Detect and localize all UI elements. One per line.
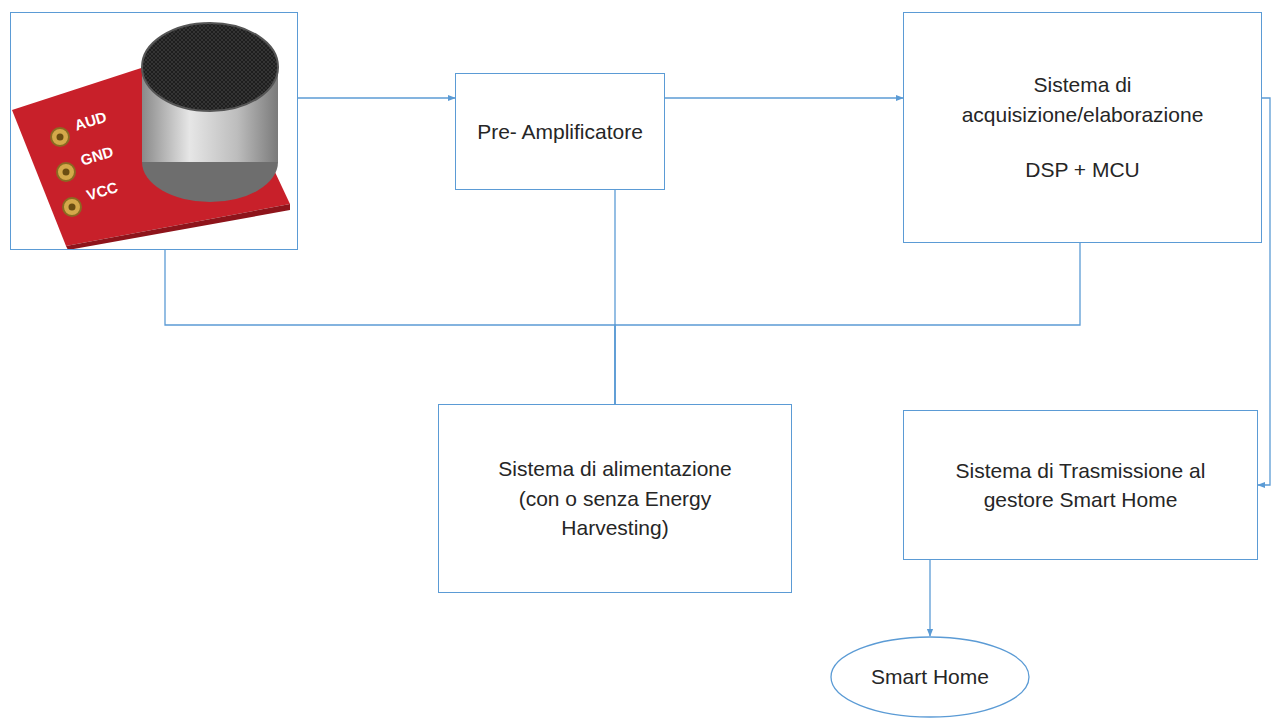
node-title: Pre- Amplificatore [477, 117, 643, 146]
text-stack: Smart Home [860, 662, 1000, 691]
node-title: Sistema di Trasmissione al gestore Smart… [933, 456, 1228, 515]
smart-home-ellipse: Smart Home [830, 636, 1030, 718]
pin-name: VCC [85, 178, 120, 204]
pin-hole [69, 204, 76, 211]
text-stack: Sistema di Trasmissione al gestore Smart… [933, 456, 1228, 515]
node-subtitle: DSP + MCU [1025, 155, 1140, 184]
microphone-illustration [10, 12, 298, 250]
pin-hole [63, 169, 70, 176]
signal-arrow [665, 97, 903, 98]
node-title: Sistema di alimentazione (con o senza En… [478, 454, 752, 542]
signal-arrow [929, 560, 930, 636]
text-stack: Sistema di acquisizione/elaborazioneDSP … [921, 70, 1244, 184]
power-wire [165, 250, 615, 404]
capsule-mesh [142, 23, 278, 111]
preamp-box: Pre- Amplificatore [455, 73, 665, 190]
processing-box: Sistema di acquisizione/elaborazioneDSP … [903, 12, 1262, 243]
text-stack: Pre- Amplificatore [469, 117, 651, 146]
node-title: Smart Home [871, 662, 989, 691]
pin-pad [51, 128, 69, 146]
pin-name: GND [79, 143, 116, 169]
microphone-module: AUD GND VCC [10, 12, 298, 250]
pin-hole [57, 134, 64, 141]
node-title: Sistema di acquisizione/elaborazione [921, 70, 1244, 129]
text-stack: Sistema di alimentazione (con o senza En… [478, 454, 752, 542]
pin-pad [57, 163, 75, 181]
pin-name: AUD [73, 108, 109, 134]
signal-arrow [298, 97, 455, 98]
pin-pad [63, 198, 81, 216]
ellipse-shape [831, 637, 1029, 717]
pcb-edge [66, 204, 290, 250]
power-box: Sistema di alimentazione (con o senza En… [438, 404, 792, 593]
power-wire [615, 243, 1080, 404]
transmission-box: Sistema di Trasmissione al gestore Smart… [903, 410, 1258, 560]
